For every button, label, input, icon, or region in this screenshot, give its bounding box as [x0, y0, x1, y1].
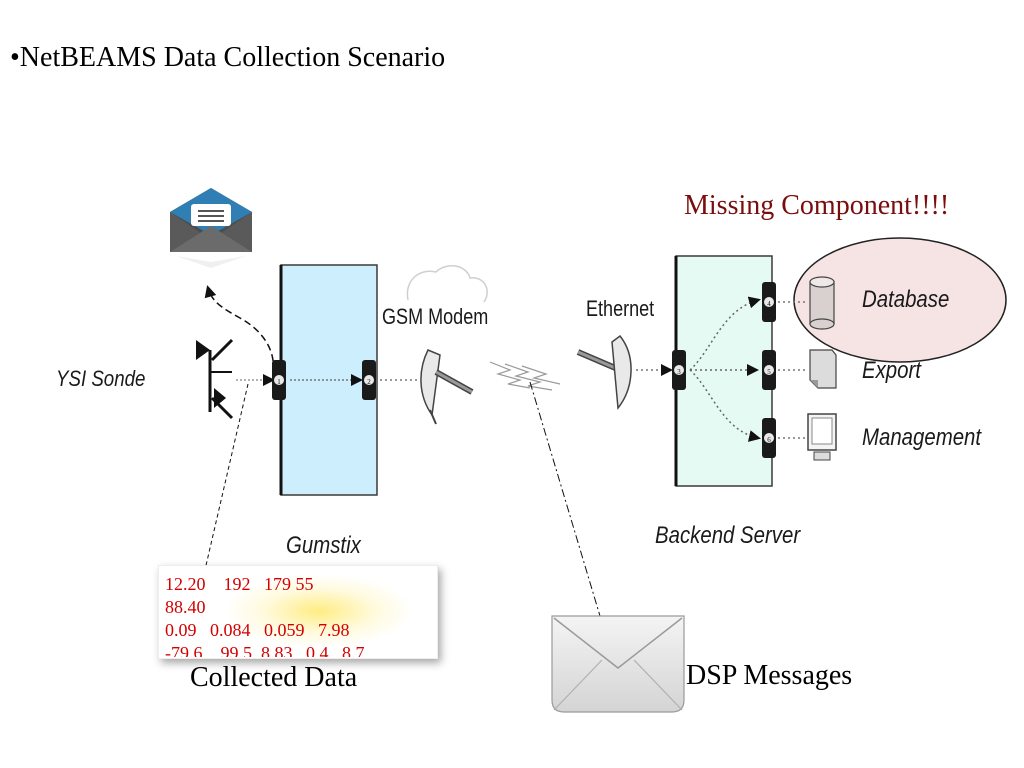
svg-text:6: 6: [767, 436, 771, 444]
export-icon: [809, 349, 837, 389]
ethernet-label: Ethernet: [586, 296, 655, 321]
dsp-messages-caption: DSP Messages: [686, 660, 853, 691]
ysi-sonde-label: YSI Sonde: [56, 366, 146, 391]
data-callout-line: [197, 383, 249, 601]
collected-data-box: 12.20 192 179 55 88.40 0.09 0.084 0.059 …: [158, 565, 438, 659]
port-gumstix-left: 1: [272, 360, 286, 400]
port-server-in: 3: [672, 350, 686, 390]
slide-title: •NetBEAMS Data Collection Scenario: [10, 42, 446, 73]
port-server-mgmt: 6: [762, 418, 776, 458]
management-label: Management: [862, 424, 982, 451]
svg-text:5: 5: [767, 368, 771, 376]
antenna-icon: [420, 349, 474, 425]
port-server-export: 5: [762, 350, 776, 390]
envelope-icon: [551, 615, 685, 713]
data-row: -79.6 99.5 8.83 0.4 8.7: [165, 643, 365, 657]
missing-component-ellipse: [793, 237, 1007, 363]
svg-text:4: 4: [767, 300, 771, 308]
cloud-icon: [406, 265, 488, 303]
sensor-icon: [196, 338, 234, 420]
notify-arrow: [204, 285, 275, 373]
export-label: Export: [862, 357, 921, 384]
gumstix-label: Gumstix: [286, 532, 361, 559]
database-label: Database: [862, 286, 950, 313]
server-fanout-links: [689, 296, 761, 442]
data-row: 0.09 0.084 0.059 7.98: [165, 620, 350, 640]
database-icon: [809, 276, 835, 330]
ethernet-antenna-icon: [576, 334, 632, 410]
backend-server-label: Backend Server: [655, 522, 801, 549]
email-icon: [170, 188, 252, 268]
monitor-icon: [807, 413, 837, 461]
gsm-modem-label: GSM Modem: [382, 304, 489, 329]
missing-component-callout: Missing Component!!!!: [684, 190, 950, 221]
data-row: 88.40: [165, 597, 206, 617]
data-row: 12.20 192 179 55: [165, 574, 314, 594]
svg-text:3: 3: [677, 368, 681, 376]
svg-text:2: 2: [367, 378, 371, 386]
svg-text:1: 1: [277, 378, 281, 386]
collected-data-caption: Collected Data: [190, 662, 358, 693]
wireless-signal-icon: [489, 361, 561, 391]
port-gumstix-right: 2: [362, 360, 376, 400]
message-callout-line: [529, 381, 601, 617]
port-server-db: 4: [762, 282, 776, 322]
